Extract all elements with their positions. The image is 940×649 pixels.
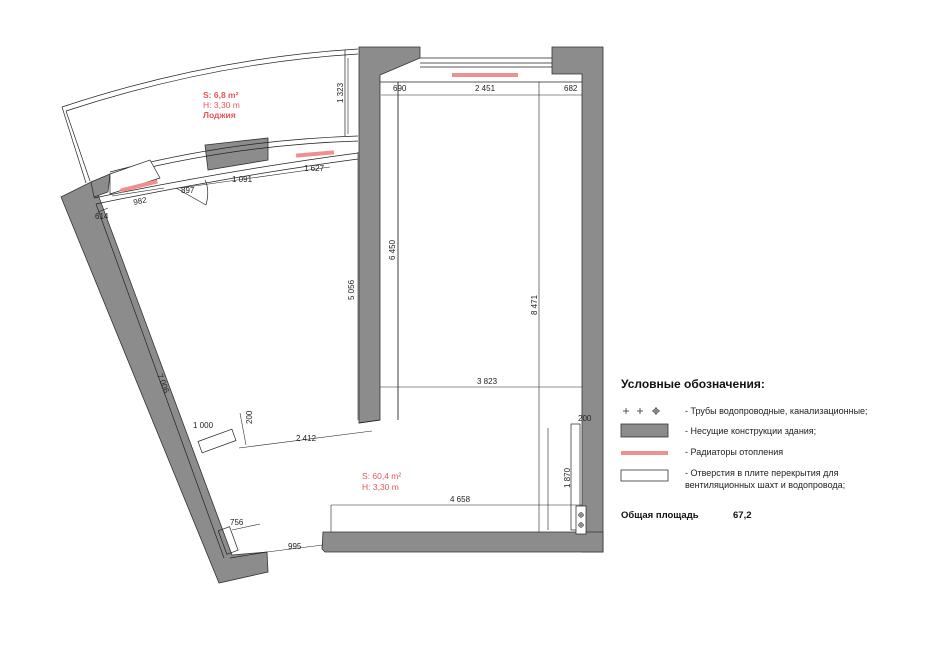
legend-text-openings-2: вентиляционных шахт и водопровода; xyxy=(685,480,845,490)
radiator-icon xyxy=(621,451,668,455)
dim-opening-2: 897 xyxy=(181,186,195,195)
loggia-outer-curve-2 xyxy=(65,53,359,112)
loggia-height: H: 3,30 m xyxy=(203,100,240,110)
pipe-markers xyxy=(578,512,584,528)
loggia-outer-curve xyxy=(61,48,359,108)
dim-small-left: 614 xyxy=(95,212,109,221)
corridor-edge xyxy=(358,419,381,424)
load-bearing-wall-icon xyxy=(620,423,669,438)
main-room-area: S: 60,4 m² xyxy=(362,471,401,481)
loggia-label: S: 6,8 m² H: 3,30 m Лоджия xyxy=(203,90,240,120)
niche xyxy=(217,526,239,555)
dim-4658: 4 658 xyxy=(450,495,471,504)
legend: Условные обозначения: - Трубы водопровод… xyxy=(620,377,868,521)
shaft-box xyxy=(570,423,581,531)
door-swing-arc xyxy=(204,179,209,206)
shaft-opening-icon xyxy=(620,469,669,482)
dimension-lines xyxy=(97,58,582,553)
radiators xyxy=(120,73,518,193)
legend-text-radiators: - Радиаторы отопления xyxy=(685,447,783,457)
load-bearing-walls xyxy=(60,46,604,584)
inner-bottom-left xyxy=(229,551,268,559)
dim-top-mid: 2 451 xyxy=(475,84,496,93)
radiator-loggia-left xyxy=(120,179,158,193)
total-area-value: 67,2 xyxy=(733,510,752,521)
column-piece xyxy=(197,428,237,454)
dimension-labels: 1 323 690 2 451 682 982 897 1 091 1 627 … xyxy=(95,82,592,551)
dim-200b: 200 xyxy=(578,414,592,423)
loggia-left-edge-2 xyxy=(65,110,91,182)
dim-opening-3: 1 091 xyxy=(232,175,253,184)
window-block xyxy=(109,159,161,195)
loggia xyxy=(61,48,359,195)
inner-left-diag xyxy=(95,203,225,559)
shaft-box-inner xyxy=(575,505,587,535)
right-wall-top xyxy=(551,46,604,553)
radiator-loggia-right xyxy=(295,150,335,158)
right-wall xyxy=(358,46,421,424)
dim-756: 756 xyxy=(230,518,244,527)
dim-vert-6450: 6 450 xyxy=(388,239,397,260)
dim-top-right: 682 xyxy=(564,84,578,93)
loggia-left-edge xyxy=(61,106,87,184)
pier-left xyxy=(90,173,111,198)
pipe-symbols-icon xyxy=(623,407,660,415)
dim-1000: 1 000 xyxy=(193,421,214,430)
legend-text-walls: - Несущие конструкции здания; xyxy=(685,426,816,436)
main-room-label: S: 60,4 m² H: 3,30 m xyxy=(362,471,401,492)
main-room-height: H: 3,30 m xyxy=(362,482,399,492)
front-wall-curve-2 xyxy=(95,158,359,205)
dim-vert-8471: 8 471 xyxy=(530,294,539,315)
bottom-wall xyxy=(321,531,604,553)
legend-text-openings: - Отверстия в плите перекрытия для xyxy=(685,468,839,478)
legend-title: Условные обозначения: xyxy=(621,377,765,391)
pier-mid xyxy=(204,137,269,171)
loggia-area: S: 6,8 m² xyxy=(203,90,239,100)
radiator-top xyxy=(452,73,518,77)
door xyxy=(175,179,209,206)
dim-width-3823: 3 823 xyxy=(477,377,498,386)
dim-1870: 1 870 xyxy=(563,467,572,488)
interior-outline xyxy=(93,57,587,559)
dim-2412: 2 412 xyxy=(296,434,317,443)
dim-loggia-depth: 1 323 xyxy=(336,82,345,103)
legend-text-pipes: - Трубы водопроводные, канализационные; xyxy=(685,406,868,416)
dim-995: 995 xyxy=(288,542,302,551)
front-wall-curve xyxy=(93,152,359,199)
dim-opening-1: 982 xyxy=(133,195,148,207)
loggia-name: Лоджия xyxy=(203,110,236,120)
dim-top-left: 690 xyxy=(393,84,407,93)
total-area-label: Общая площадь xyxy=(621,510,699,521)
dim-opening-4: 1 627 xyxy=(304,164,325,173)
door-leaf xyxy=(175,187,207,206)
dim-200a: 200 xyxy=(245,410,254,424)
dim-vert-5056: 5 056 xyxy=(347,279,356,300)
